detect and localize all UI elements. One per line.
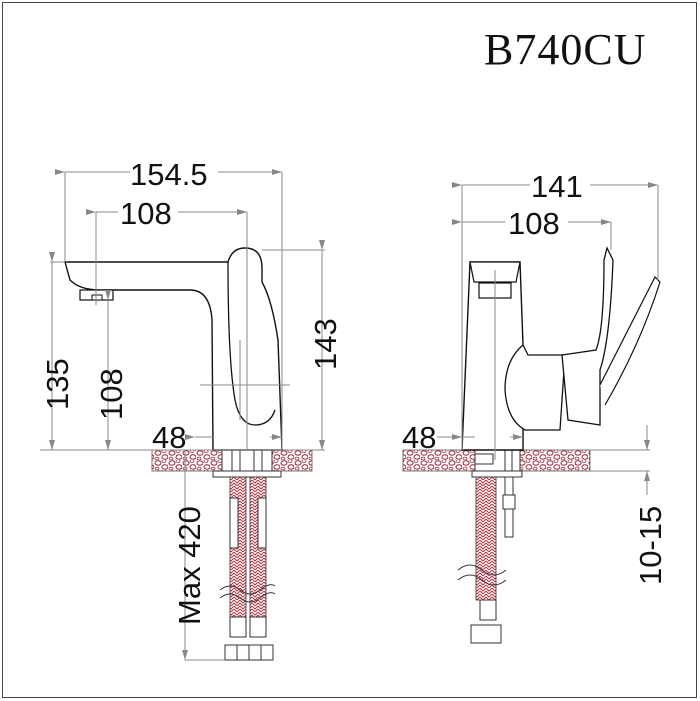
dim-overall-width: 154.5: [130, 157, 208, 192]
dim-overall-depth: 141: [531, 169, 583, 204]
dim-base-diameter-front: 48: [152, 420, 186, 455]
side-view: 141 108 48 10-15: [402, 169, 668, 644]
counter-section-right: [271, 449, 313, 472]
counter-section-side-right: [519, 449, 591, 472]
dim-spout-reach: 108: [120, 196, 172, 231]
dim-total-height: 143: [308, 318, 343, 370]
dim-handle-reach: 108: [508, 206, 560, 241]
front-view: 154.5 108 135 108 143 48 Max 420: [40, 157, 343, 661]
dim-hose-length: Max 420: [172, 506, 207, 625]
dim-counter-thickness: 10-15: [633, 506, 668, 585]
model-number: B740CU: [484, 25, 647, 74]
dim-base-diameter-side: 48: [402, 420, 436, 455]
dim-outlet-height: 108: [94, 368, 129, 420]
lever-handle: [561, 246, 614, 426]
hose-side: [475, 476, 497, 601]
dim-spout-height: 135: [40, 358, 75, 410]
